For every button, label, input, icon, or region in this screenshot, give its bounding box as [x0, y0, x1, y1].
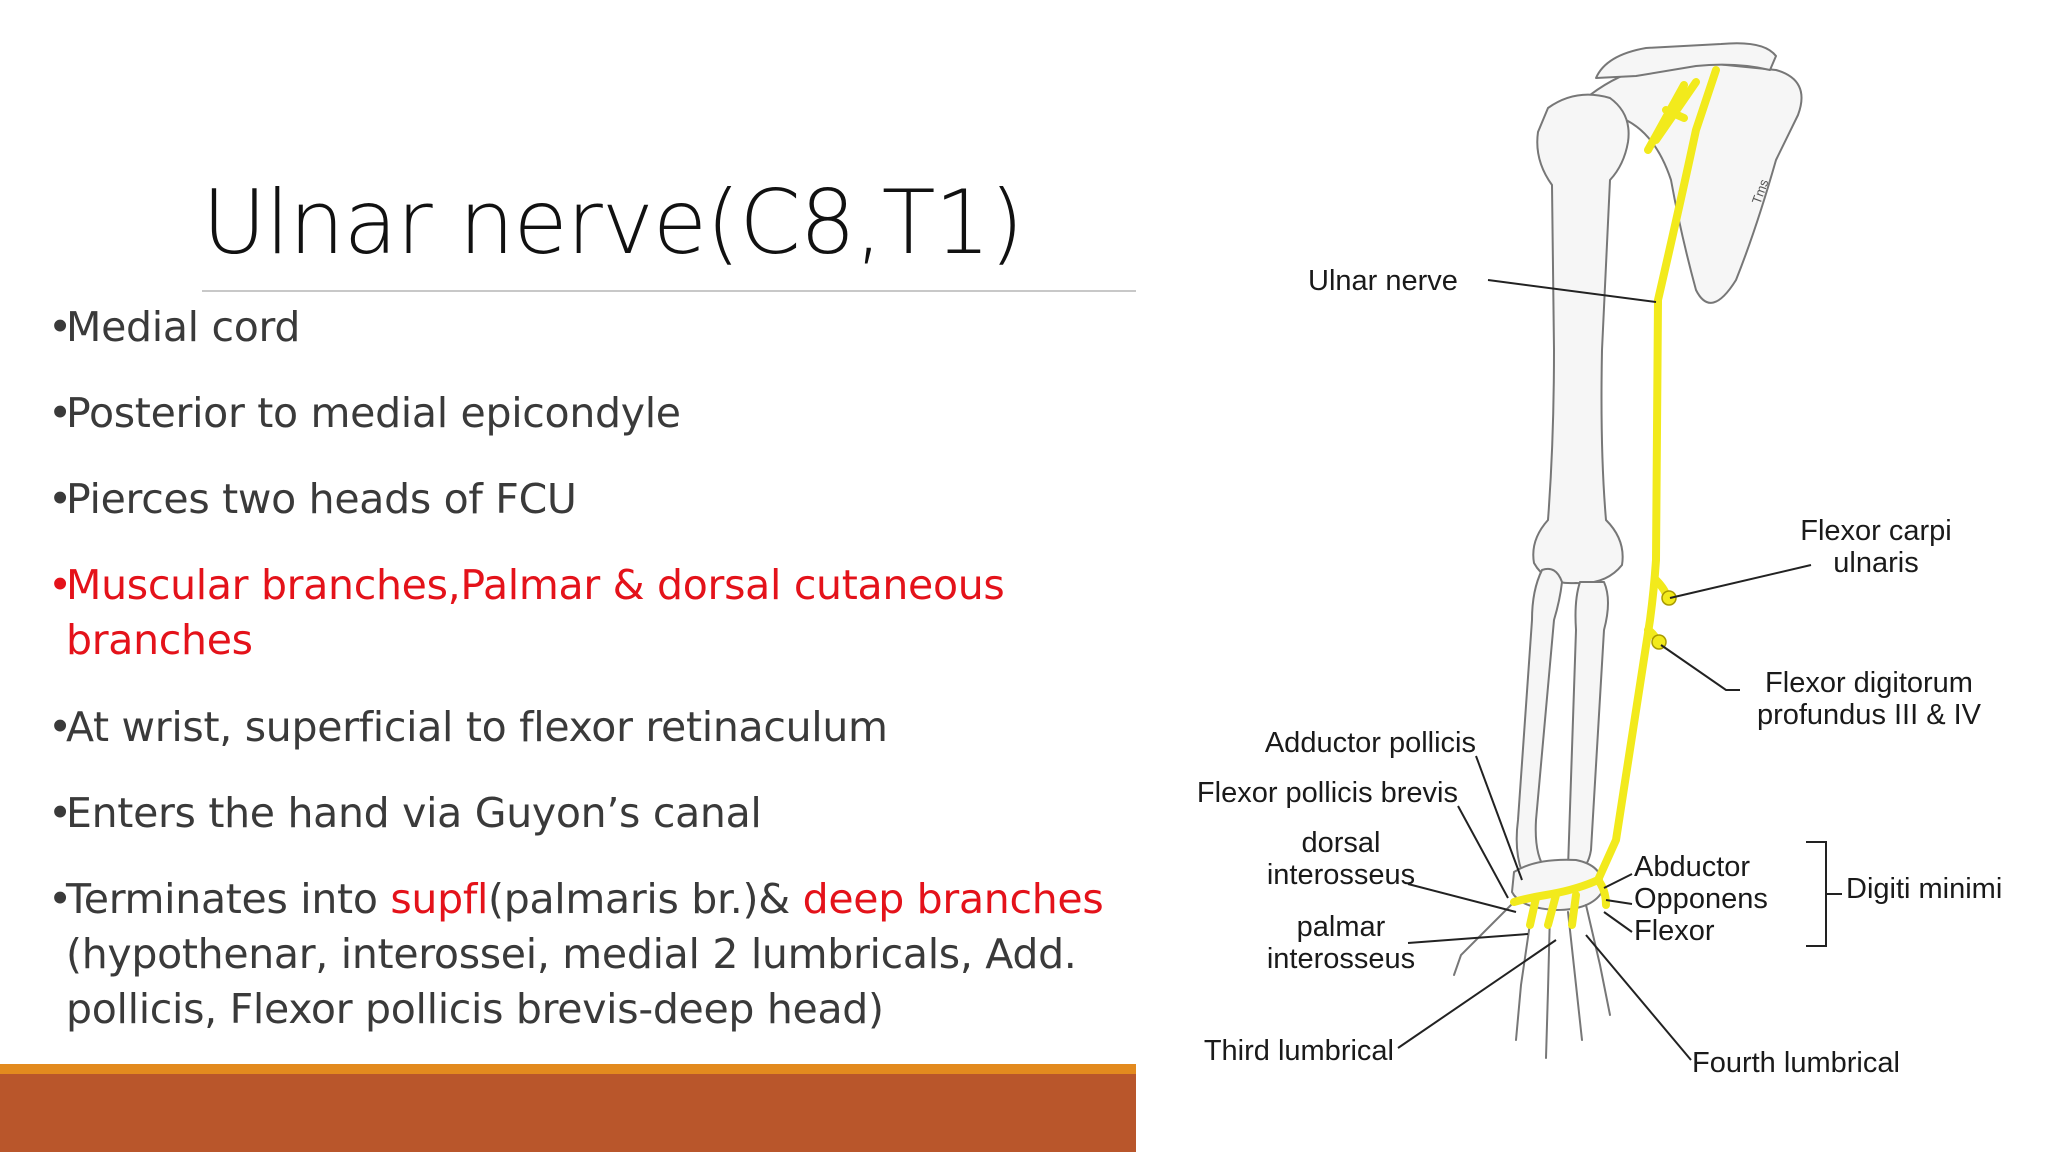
bullet-text: At wrist, superficial to flexor retinacu…	[66, 703, 888, 751]
label-flexor: Flexor	[1634, 915, 1715, 947]
bullet-guyons-canal: • Enters the hand via Guyon’s canal	[48, 786, 762, 841]
label-fourth-lumbrical: Fourth lumbrical	[1692, 1047, 1900, 1079]
label-fcu-line2: ulnaris	[1833, 547, 1918, 579]
skeleton	[1511, 42, 1803, 911]
leader-palmar	[1407, 933, 1529, 944]
ulnar-nerve-path	[1510, 66, 1720, 929]
clavicle	[1595, 42, 1777, 79]
bullet-text-line1: Muscular branches,Palmar & dorsal cutane…	[66, 561, 1005, 609]
leader-third-lumbrical	[1397, 939, 1557, 1049]
bullet-dot: •	[48, 789, 72, 837]
highlight-supfl: supfl	[390, 875, 489, 923]
middle-finger	[1545, 911, 1551, 1059]
bullet-dot: •	[48, 389, 72, 437]
bullet-text: Pierces two heads of FCU	[66, 475, 577, 523]
leader-lines	[1397, 279, 1842, 1061]
bullet-text: Enters the hand via Guyon’s canal	[66, 789, 762, 837]
radius	[1515, 567, 1563, 873]
bullet-text: Medial cord	[66, 303, 301, 351]
highlight-deep-branches: deep branches	[802, 875, 1104, 923]
text-run: (palmaris br.)&	[488, 875, 803, 923]
leader-opponens	[1605, 899, 1633, 905]
bullet-dot: •	[48, 875, 72, 923]
label-ulnar-nerve: Ulnar nerve	[1308, 265, 1458, 297]
label-fdp-line2: profundus III & IV	[1757, 699, 1982, 731]
bullet-dot: •	[48, 303, 72, 351]
humerus	[1532, 93, 1630, 585]
leader-abductor	[1603, 873, 1633, 889]
hand-branches	[1510, 876, 1610, 929]
leader-ulnar	[1487, 279, 1657, 303]
leader-fcu	[1669, 564, 1812, 599]
bullet-posterior-epicondyle: • Posterior to medial epicondyle	[48, 386, 681, 441]
leader-dorsal	[1407, 883, 1517, 913]
label-abductor: Abductor	[1634, 851, 1750, 883]
ulnar-nerve-diagram: Tms	[1197, 42, 2002, 1079]
label-adductor-pollicis: Adductor pollicis	[1265, 727, 1476, 759]
leader-flexor	[1603, 911, 1633, 933]
label-third-lumbrical: Third lumbrical	[1204, 1035, 1394, 1067]
label-digiti-minimi: Digiti minimi	[1846, 873, 2002, 905]
label-palmar-line1: palmar	[1297, 911, 1386, 943]
little-finger	[1585, 904, 1611, 1016]
bullet-medial-cord: • Medial cord	[48, 300, 300, 355]
hand-bones	[1453, 899, 1611, 1059]
bullet-wrist: • At wrist, superficial to flexor retina…	[48, 700, 888, 755]
plexus-branch	[1644, 78, 1700, 154]
title-divider	[202, 290, 1136, 292]
label-fdp-line1: Flexor digitorum	[1765, 667, 1973, 699]
label-flexor-pollicis-brevis: Flexor pollicis brevis	[1197, 777, 1458, 809]
bullet-pierces-fcu: • Pierces two heads of FCU	[48, 472, 577, 527]
leader-adductor	[1475, 755, 1523, 881]
leader-fourth-lumbrical	[1585, 934, 1692, 1061]
index-finger	[1515, 909, 1533, 1041]
bullet-text-line2: (hypothenar, interossei, medial 2 lumbri…	[66, 930, 1077, 978]
bullet-branches: • Muscular branches,Palmar & dorsal cuta…	[48, 558, 1005, 668]
footer-accent-strip	[0, 1064, 1136, 1074]
ulna	[1567, 581, 1609, 871]
bullet-dot: •	[48, 561, 72, 609]
leader-fpb	[1457, 805, 1509, 899]
bullet-dot: •	[48, 703, 72, 751]
bullet-text-line2: branches	[66, 616, 253, 664]
nerve-trunk	[1594, 66, 1720, 884]
bullet-text: Posterior to medial epicondyle	[66, 389, 681, 437]
fcu-endpoint	[1661, 590, 1677, 606]
label-dorsal-line2: interosseus	[1267, 859, 1415, 891]
digiti-minimi-bracket	[1806, 841, 1827, 947]
slide-title: Ulnar nerve(C8,T1)	[202, 171, 1024, 274]
label-dorsal-line1: dorsal	[1302, 827, 1381, 859]
bullet-dot: •	[48, 475, 72, 523]
label-opponens: Opponens	[1634, 883, 1768, 915]
label-palmar-line2: interosseus	[1267, 943, 1415, 975]
bullet-terminates: • Terminates into supfl(palmaris br.)& d…	[48, 872, 1104, 1037]
footer-bar	[0, 1074, 1136, 1152]
text-run: Terminates into	[66, 875, 391, 923]
leader-fdp	[1660, 644, 1740, 691]
ring-finger	[1567, 911, 1583, 1041]
label-fcu-line1: Flexor carpi	[1800, 515, 1952, 547]
thumb	[1453, 899, 1517, 976]
bullet-text-line1: Terminates into supfl(palmaris br.)& dee…	[66, 872, 1104, 927]
bullet-text-line3: pollicis, Flexor pollicis brevis-deep he…	[66, 985, 884, 1033]
